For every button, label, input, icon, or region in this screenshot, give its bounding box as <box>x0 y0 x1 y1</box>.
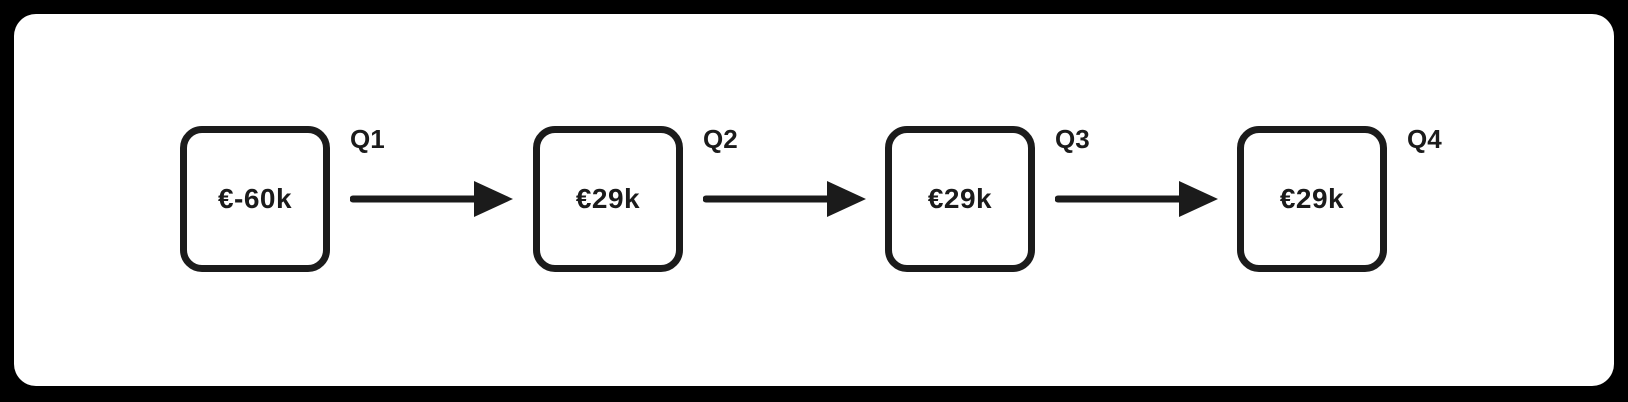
arrow-right-icon <box>1055 181 1218 217</box>
flow-node-q2: €29k <box>533 126 683 272</box>
node-value: €29k <box>575 183 641 214</box>
diagram-panel: €-60k Q1 €29k Q2 €29k Q3 <box>14 14 1614 386</box>
quarter-label-q3: Q3 <box>1055 124 1090 154</box>
node-value: €29k <box>927 183 993 214</box>
node-value: €-60k <box>217 183 293 214</box>
quarter-label-q2: Q2 <box>703 124 738 154</box>
flow-step-q1: €-60k Q1 <box>180 126 500 286</box>
flow-step-q3: €29k Q3 <box>885 126 1205 286</box>
arrow-right-icon <box>703 181 866 217</box>
flow-node-q4: €29k <box>1237 126 1387 272</box>
quarter-label-q1: Q1 <box>350 124 385 154</box>
quarter-label-q4: Q4 <box>1407 124 1442 154</box>
flow-step-q2: €29k Q2 <box>533 126 853 286</box>
node-value: €29k <box>1279 183 1345 214</box>
arrow-right-icon <box>350 181 513 217</box>
flow-node-q3: €29k <box>885 126 1035 272</box>
flow-node-q1: €-60k <box>180 126 330 272</box>
flow-step-q4: €29k Q4 <box>1237 126 1557 286</box>
